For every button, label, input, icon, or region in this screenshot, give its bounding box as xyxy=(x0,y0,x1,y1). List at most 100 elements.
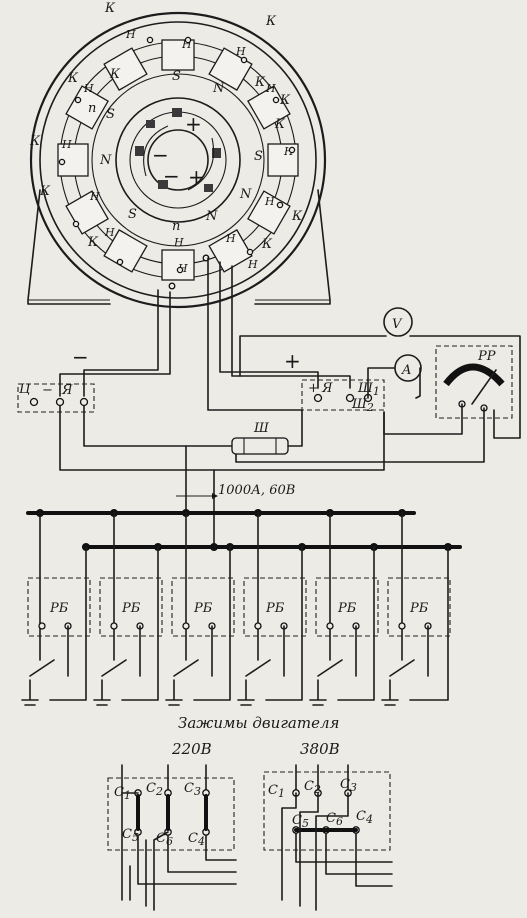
rb-box: РБ xyxy=(93,512,163,706)
pole-letter: N xyxy=(99,153,112,168)
label-c6: C6 xyxy=(156,831,173,848)
pole-letter: N xyxy=(239,187,252,202)
k-label: К xyxy=(39,184,51,199)
lead-right-b xyxy=(219,261,319,389)
h-label: Н xyxy=(247,258,258,271)
label-c5-380: C5 xyxy=(292,813,309,830)
rb-box: РБ xyxy=(165,512,235,706)
h-label: Н xyxy=(125,28,136,41)
pole-k-labels: К К К К К К К К К К К К xyxy=(29,1,303,252)
pole-9 xyxy=(57,143,89,177)
right-terminal-block: + Я Ш1 Ш2 xyxy=(301,379,385,414)
motor-frame-inner xyxy=(39,21,317,299)
h-label: Н xyxy=(235,45,246,58)
terminal-label-plus: + xyxy=(308,381,319,396)
motor-leads xyxy=(59,257,351,411)
terminal-label-minus: − xyxy=(42,383,53,398)
armature-plus-top: + xyxy=(185,112,202,136)
k-label: К xyxy=(29,134,41,149)
connection-220v: C1 C2 C3 C5 C6 C4 xyxy=(107,764,237,911)
motor-base xyxy=(27,189,331,305)
rb-box: РБ xyxy=(21,512,91,706)
caption-220v: 220В xyxy=(171,740,212,758)
label-c3-380: C3 xyxy=(340,777,357,794)
connection-380v: C1 C2 C3 C5 C6 C4 xyxy=(263,764,393,911)
shunt-rating: 1000А, 60В xyxy=(218,483,295,498)
brush-top xyxy=(172,108,182,117)
pole-letter: S xyxy=(254,149,263,164)
terminal-label-ya: Я xyxy=(61,383,73,398)
h-label: Н xyxy=(61,138,72,151)
label-c4-380: C4 xyxy=(356,809,373,826)
polarity-minus: − xyxy=(72,345,89,369)
k-label: К xyxy=(104,1,116,16)
lead-left-b xyxy=(59,291,171,397)
motor-frame xyxy=(29,11,327,309)
rb-label: РБ xyxy=(409,601,429,616)
shunt-label: Ш xyxy=(253,421,270,436)
h-label: Н xyxy=(89,190,100,203)
label-c1-380: C1 xyxy=(268,783,285,800)
k-label: К xyxy=(291,209,303,224)
rb-label: РБ xyxy=(193,601,213,616)
label-c2: C2 xyxy=(146,781,163,798)
rb-label: РБ xyxy=(337,601,357,616)
voltmeter-label: V xyxy=(392,317,403,332)
polarity-plus: + xyxy=(284,349,301,373)
rb-box: РБ xyxy=(381,512,451,706)
motor: + + − − К К К К К К К К К К К К Н Н Н Н … xyxy=(27,1,331,309)
shunt-body xyxy=(231,437,289,455)
pole-polarity-labels: S N S N S N S N п п xyxy=(88,69,263,234)
brush-bottom xyxy=(158,180,168,189)
armature-minus-left: − xyxy=(152,143,169,167)
pole-2 xyxy=(247,85,291,130)
shunt: Ш 1000А, 60В xyxy=(59,405,385,499)
brush-right xyxy=(212,148,221,158)
pole-10 xyxy=(65,85,109,130)
h-label: Н xyxy=(181,38,192,51)
label-c6-380: C6 xyxy=(326,811,343,828)
label-c2-380: C2 xyxy=(304,779,321,796)
pole-11 xyxy=(103,47,148,91)
pole-6 xyxy=(161,249,195,281)
commutator xyxy=(147,129,209,191)
k-label: К xyxy=(261,237,273,252)
voltmeter xyxy=(383,307,413,337)
k-label: К xyxy=(254,75,266,90)
label-c3: C3 xyxy=(184,781,201,798)
lead-right-c xyxy=(231,265,351,389)
terminal-label-sh2: Ш2 xyxy=(351,397,374,414)
pole-letter: N xyxy=(212,81,225,96)
caption-title: Зажимы двигателя xyxy=(178,714,339,732)
pole-letter: S xyxy=(128,207,137,222)
rb-box: РБ xyxy=(237,512,307,706)
k-label: К xyxy=(279,93,291,108)
h-label: Н xyxy=(265,82,276,95)
h-label: Н xyxy=(104,226,115,239)
terminal-label-ya-right: Я xyxy=(321,381,333,396)
h-label: Н xyxy=(225,232,236,245)
ammeter xyxy=(394,354,422,382)
rb-label: РБ xyxy=(49,601,69,616)
brush-left xyxy=(135,146,144,156)
regulator-label: РР xyxy=(477,349,496,364)
rb-box: РБ xyxy=(309,512,379,706)
ammeter-label: A xyxy=(401,363,411,378)
h-label: Н xyxy=(283,145,294,158)
pole-letter: S xyxy=(106,107,115,122)
armature-plus-bottom: + xyxy=(188,165,205,189)
instruments: V A РР xyxy=(235,307,521,463)
pole-letter: S xyxy=(172,69,181,84)
lead-right-a xyxy=(207,257,303,411)
rb-label: РБ xyxy=(121,601,141,616)
armature-minus-bottom: − xyxy=(163,164,180,188)
k-label: К xyxy=(67,71,79,86)
h-label: Н xyxy=(173,236,184,249)
label-c1: C1 xyxy=(114,785,131,802)
h-label: Н xyxy=(264,195,275,208)
regulator-arc xyxy=(443,363,505,387)
regulator-box xyxy=(435,345,513,419)
pole-0 xyxy=(161,39,195,71)
bus-bars xyxy=(26,445,462,551)
